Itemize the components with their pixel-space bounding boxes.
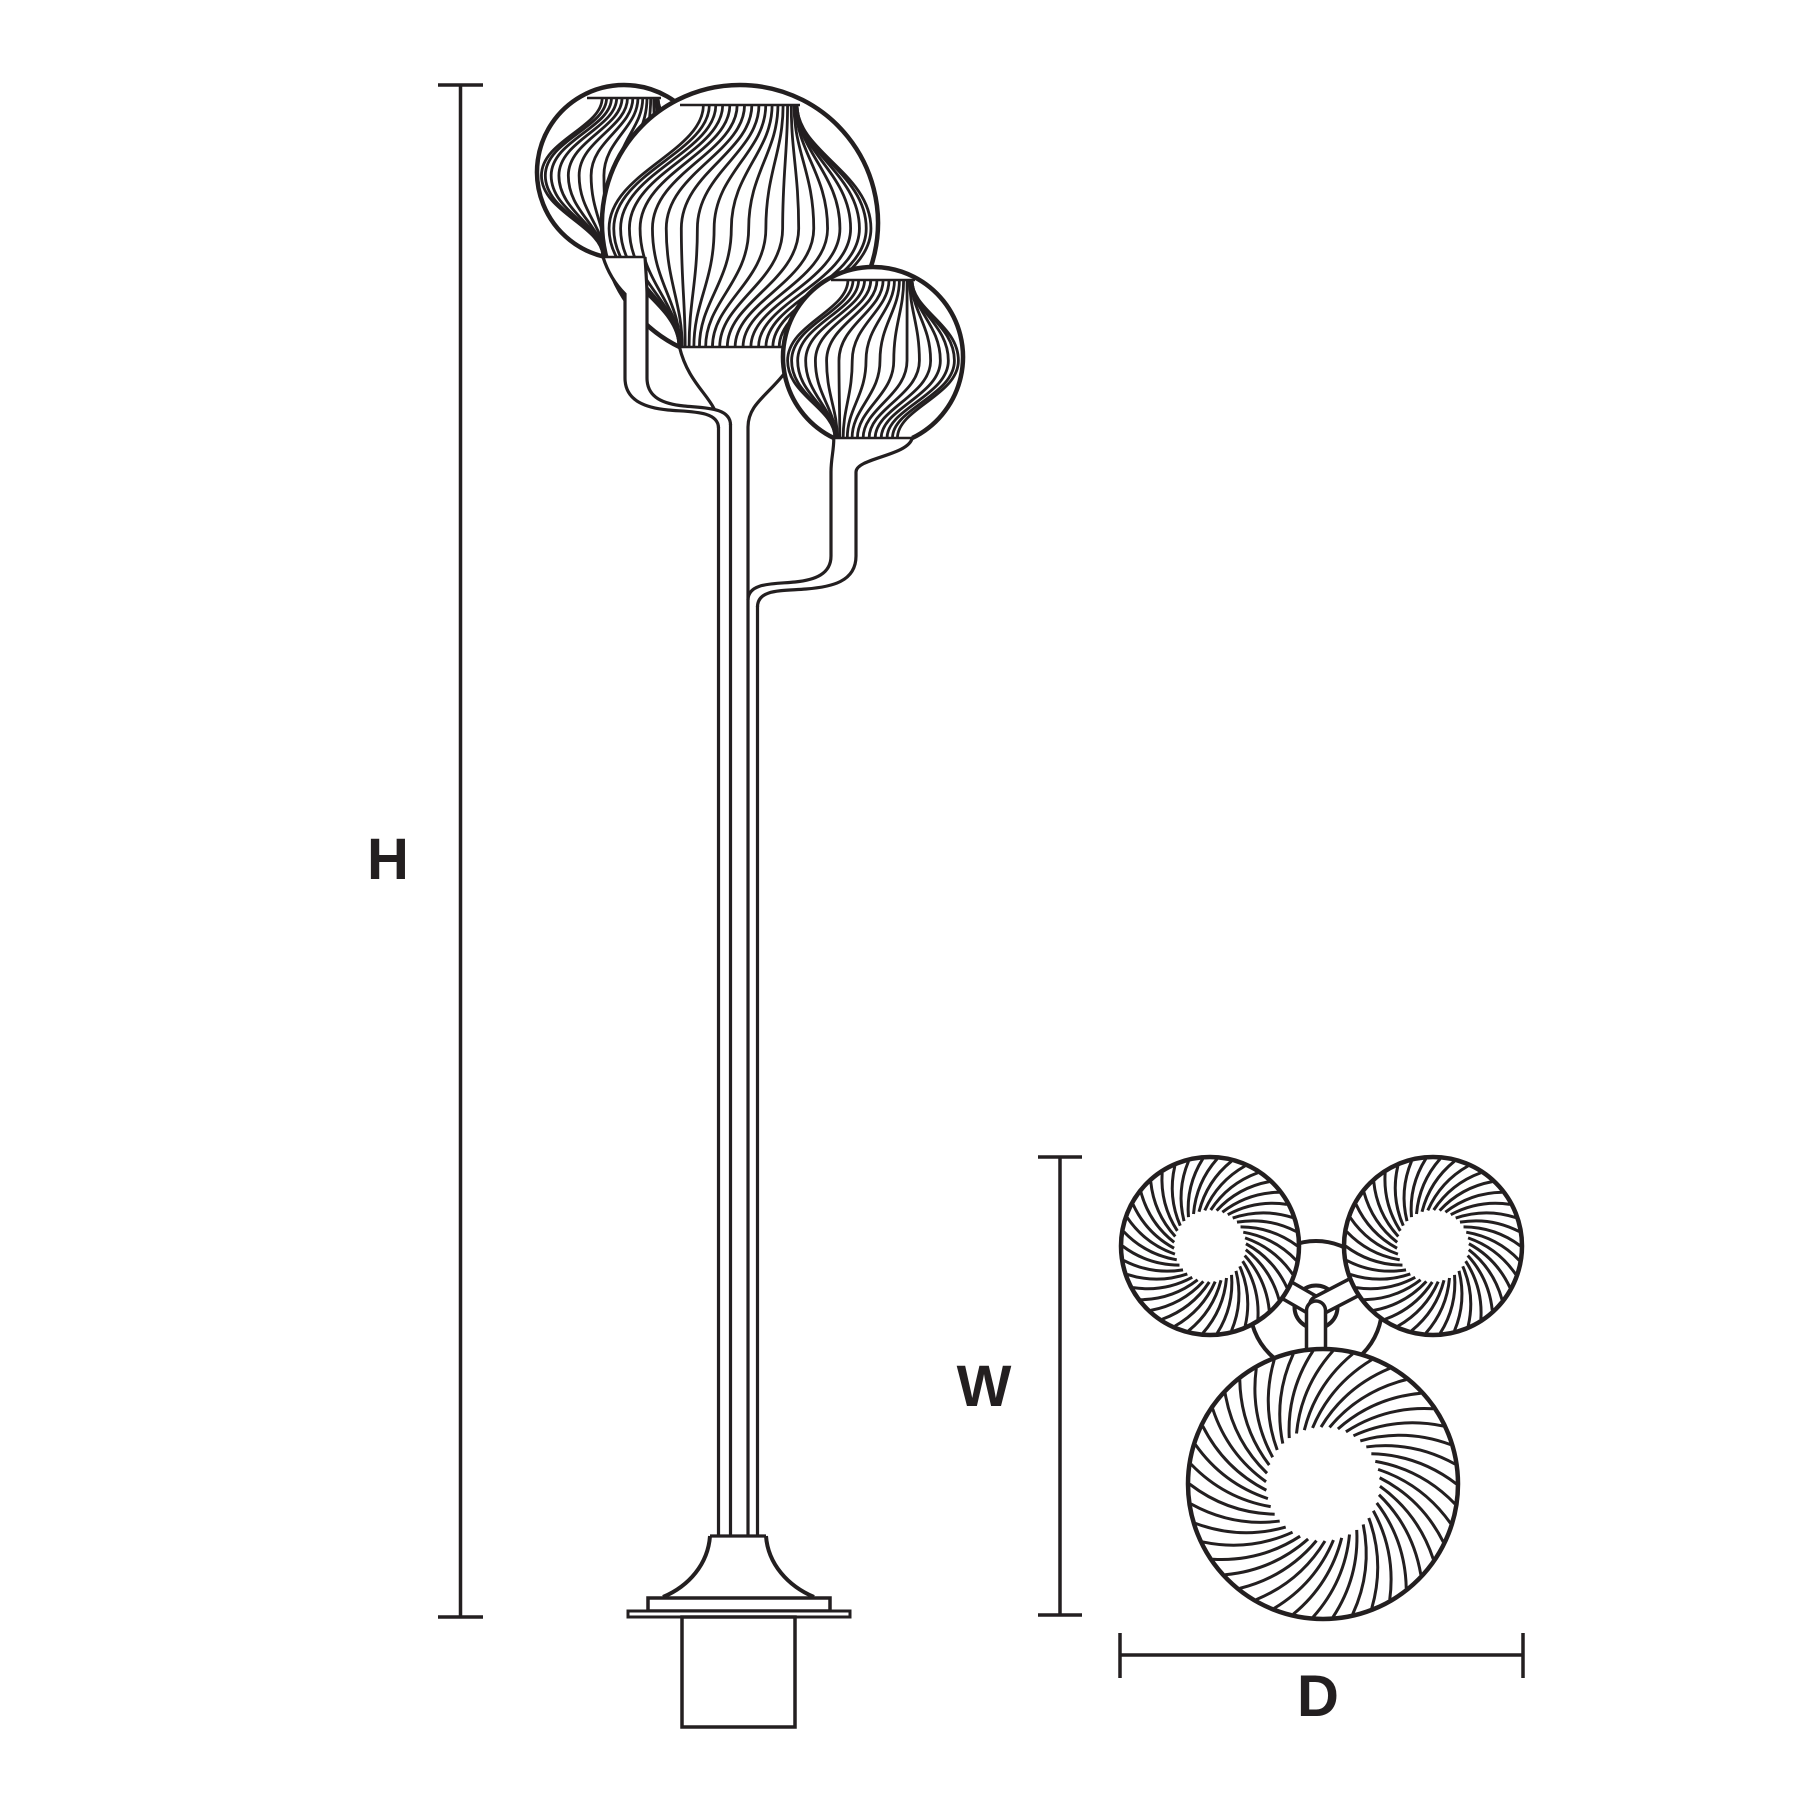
right-globe bbox=[780, 264, 966, 558]
lamp-base bbox=[626, 1534, 852, 1729]
width-dimension-label: W bbox=[957, 1354, 1012, 1419]
top-view bbox=[1118, 1154, 1525, 1622]
depth-dimension: D bbox=[1118, 1633, 1525, 1729]
width-dimension: W bbox=[957, 1155, 1082, 1617]
back-left-globe-stem bbox=[601, 255, 733, 442]
elevation-view bbox=[534, 82, 966, 1729]
height-dimension: H bbox=[367, 83, 483, 1619]
lamp-pole bbox=[716, 424, 760, 1536]
top-view-globes bbox=[1118, 1154, 1525, 1622]
height-dimension-label: H bbox=[367, 827, 409, 892]
depth-dimension-label: D bbox=[1297, 1664, 1339, 1729]
right-globe-stem bbox=[746, 555, 858, 622]
